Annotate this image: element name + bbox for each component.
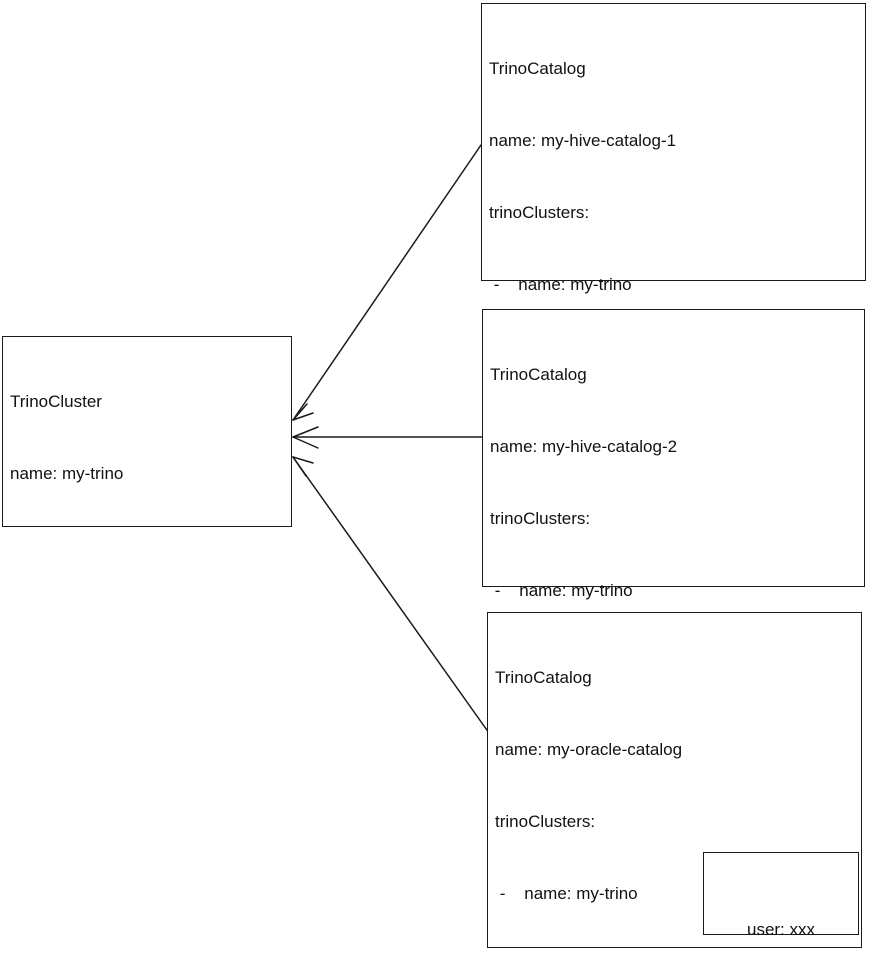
node-line: TrinoCatalog — [490, 365, 587, 384]
node-line: name: my-hive-catalog-1 — [489, 131, 677, 150]
node-line: trinoClusters: — [495, 812, 596, 831]
node-line: name: my-hive-catalog-2 — [490, 437, 678, 456]
node-line: - name: my-trino — [490, 581, 633, 600]
node-line: trinoClusters: — [490, 509, 591, 528]
node-line: TrinoCatalog — [495, 668, 592, 687]
node-oracle-credentials-secret[interactable]: user: xxx password: xxx — [703, 852, 859, 939]
node-oracle-credentials-secret-text: user: xxx password: xxx — [704, 867, 858, 954]
edge-catalog-1-to-cluster — [292, 144, 482, 421]
node-trino-catalog-3-text: TrinoCatalog name: my-oracle-catalog tri… — [495, 618, 857, 954]
node-trino-cluster[interactable]: TrinoCluster name: my-trino — [2, 336, 292, 527]
node-line: - name: my-trino — [495, 884, 638, 903]
node-line: trinoClusters: — [489, 203, 590, 222]
node-line: name: my-oracle-catalog — [495, 740, 683, 759]
node-trino-cluster-text: TrinoCluster name: my-trino — [10, 342, 287, 534]
edge-catalog-3-to-cluster — [292, 456, 490, 734]
node-trino-catalog-my-hive-catalog-2[interactable]: TrinoCatalog name: my-hive-catalog-2 tri… — [482, 309, 865, 888]
node-line: - name: my-trino — [489, 275, 632, 294]
node-trino-catalog-my-hive-catalog-1[interactable]: TrinoCatalog name: my-hive-catalog-1 tri… — [481, 3, 866, 654]
edge-catalog-2-to-cluster — [292, 426, 483, 449]
node-line: TrinoCatalog — [489, 59, 586, 78]
secret-line-user: user: xxx — [746, 920, 816, 939]
node-line: TrinoCluster — [10, 392, 102, 411]
node-line: name: my-trino — [10, 464, 124, 483]
